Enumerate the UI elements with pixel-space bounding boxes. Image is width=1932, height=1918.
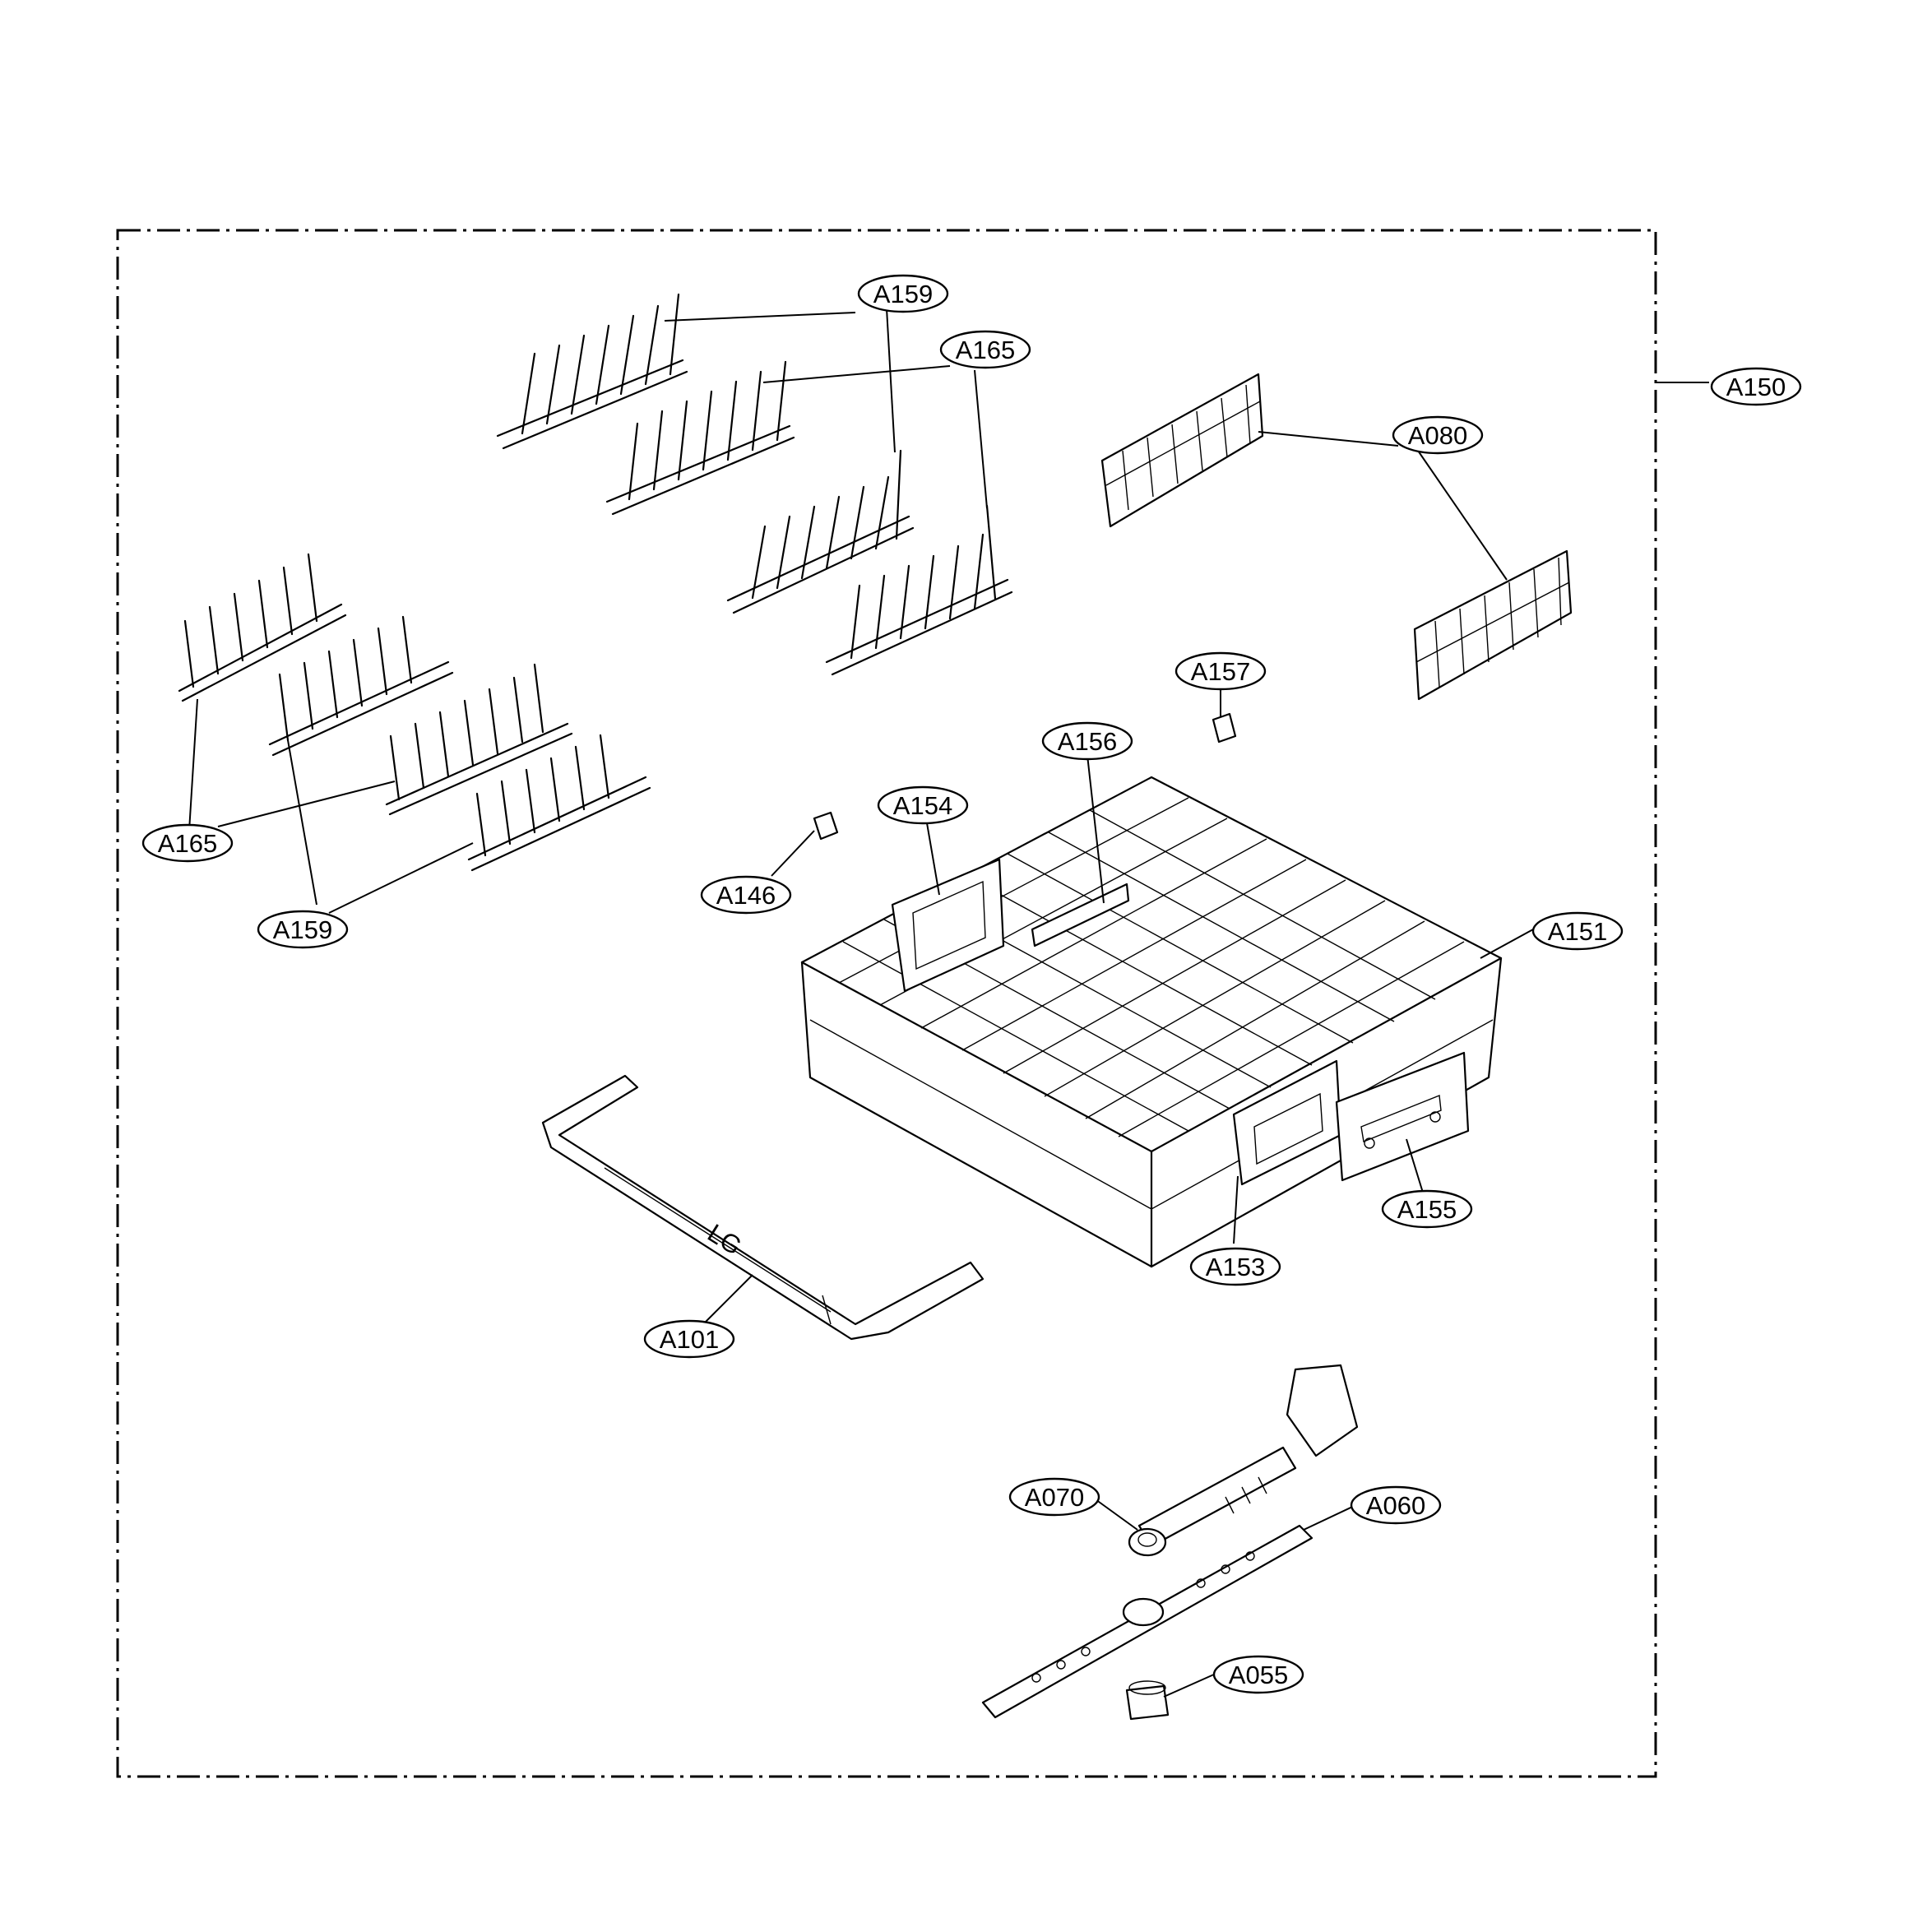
- tine-row-left-4[interactable]: [467, 734, 651, 872]
- upper-basket[interactable]: [800, 776, 1503, 1268]
- svg-text:A157: A157: [1191, 657, 1250, 686]
- callout-a101[interactable]: A101: [643, 1319, 735, 1359]
- svg-text:A080: A080: [1408, 421, 1467, 450]
- svg-text:A101: A101: [660, 1325, 719, 1354]
- callout-a060[interactable]: A060: [1350, 1485, 1442, 1525]
- callout-a154[interactable]: A154: [877, 785, 969, 825]
- callout-a155[interactable]: A155: [1381, 1189, 1473, 1229]
- svg-text:A150: A150: [1726, 373, 1786, 401]
- tine-row-top-2[interactable]: [605, 360, 795, 516]
- tine-row-top-1[interactable]: [496, 293, 688, 450]
- svg-text:A055: A055: [1229, 1661, 1288, 1689]
- clip-a157[interactable]: [1212, 712, 1237, 744]
- spray-arm-a060[interactable]: [981, 1524, 1313, 1719]
- rail-a156[interactable]: [1031, 883, 1130, 947]
- callout-a153[interactable]: A153: [1189, 1247, 1281, 1286]
- tine-row-top-3[interactable]: [726, 449, 915, 614]
- clip-a146[interactable]: [813, 811, 839, 841]
- basket-handle[interactable]: LG: [541, 1074, 985, 1341]
- svg-text:A060: A060: [1366, 1491, 1425, 1520]
- spray-arm-hub-a070[interactable]: [1128, 1527, 1167, 1557]
- spray-arm-nut-a055[interactable]: [1125, 1680, 1170, 1721]
- svg-text:A154: A154: [893, 791, 952, 820]
- spray-arm-feed-tube[interactable]: [1137, 1364, 1359, 1548]
- callout-a159-left[interactable]: A159: [257, 910, 349, 949]
- callout-a157[interactable]: A157: [1174, 651, 1267, 691]
- callout-a150[interactable]: A150: [1710, 367, 1802, 406]
- callout-a165-left[interactable]: A165: [141, 823, 234, 863]
- assembly-boundary: [116, 229, 1657, 1778]
- bracket-a154[interactable]: [891, 858, 1005, 993]
- svg-text:A165: A165: [956, 336, 1015, 364]
- tine-row-left-1[interactable]: [178, 553, 347, 702]
- tine-row-left-2[interactable]: [268, 615, 454, 757]
- callout-a159-top[interactable]: A159: [857, 274, 949, 313]
- callout-a055[interactable]: A055: [1212, 1655, 1304, 1694]
- svg-text:A153: A153: [1206, 1253, 1265, 1281]
- callout-a146[interactable]: A146: [700, 875, 792, 915]
- svg-text:A155: A155: [1397, 1195, 1457, 1224]
- callout-a165-top[interactable]: A165: [939, 330, 1031, 369]
- tine-row-top-4[interactable]: [825, 504, 1013, 676]
- folding-rack-upper[interactable]: [1100, 373, 1264, 528]
- callout-a156[interactable]: A156: [1041, 721, 1133, 761]
- svg-text:A146: A146: [716, 881, 776, 910]
- callout-a151[interactable]: A151: [1531, 911, 1624, 951]
- svg-text:A159: A159: [873, 280, 933, 308]
- svg-text:A151: A151: [1548, 917, 1607, 946]
- svg-text:A156: A156: [1058, 727, 1117, 756]
- svg-text:A070: A070: [1025, 1483, 1084, 1512]
- svg-text:A159: A159: [273, 915, 332, 944]
- bracket-a153[interactable]: [1232, 1059, 1342, 1186]
- svg-text:A165: A165: [158, 829, 217, 858]
- callout-a080[interactable]: A080: [1392, 415, 1484, 455]
- height-adjuster-a155[interactable]: [1335, 1051, 1470, 1182]
- leader-lines: [188, 308, 1534, 1698]
- folding-rack-lower[interactable]: [1413, 549, 1573, 701]
- callout-a070[interactable]: A070: [1008, 1477, 1100, 1517]
- tine-row-left-3[interactable]: [385, 663, 573, 816]
